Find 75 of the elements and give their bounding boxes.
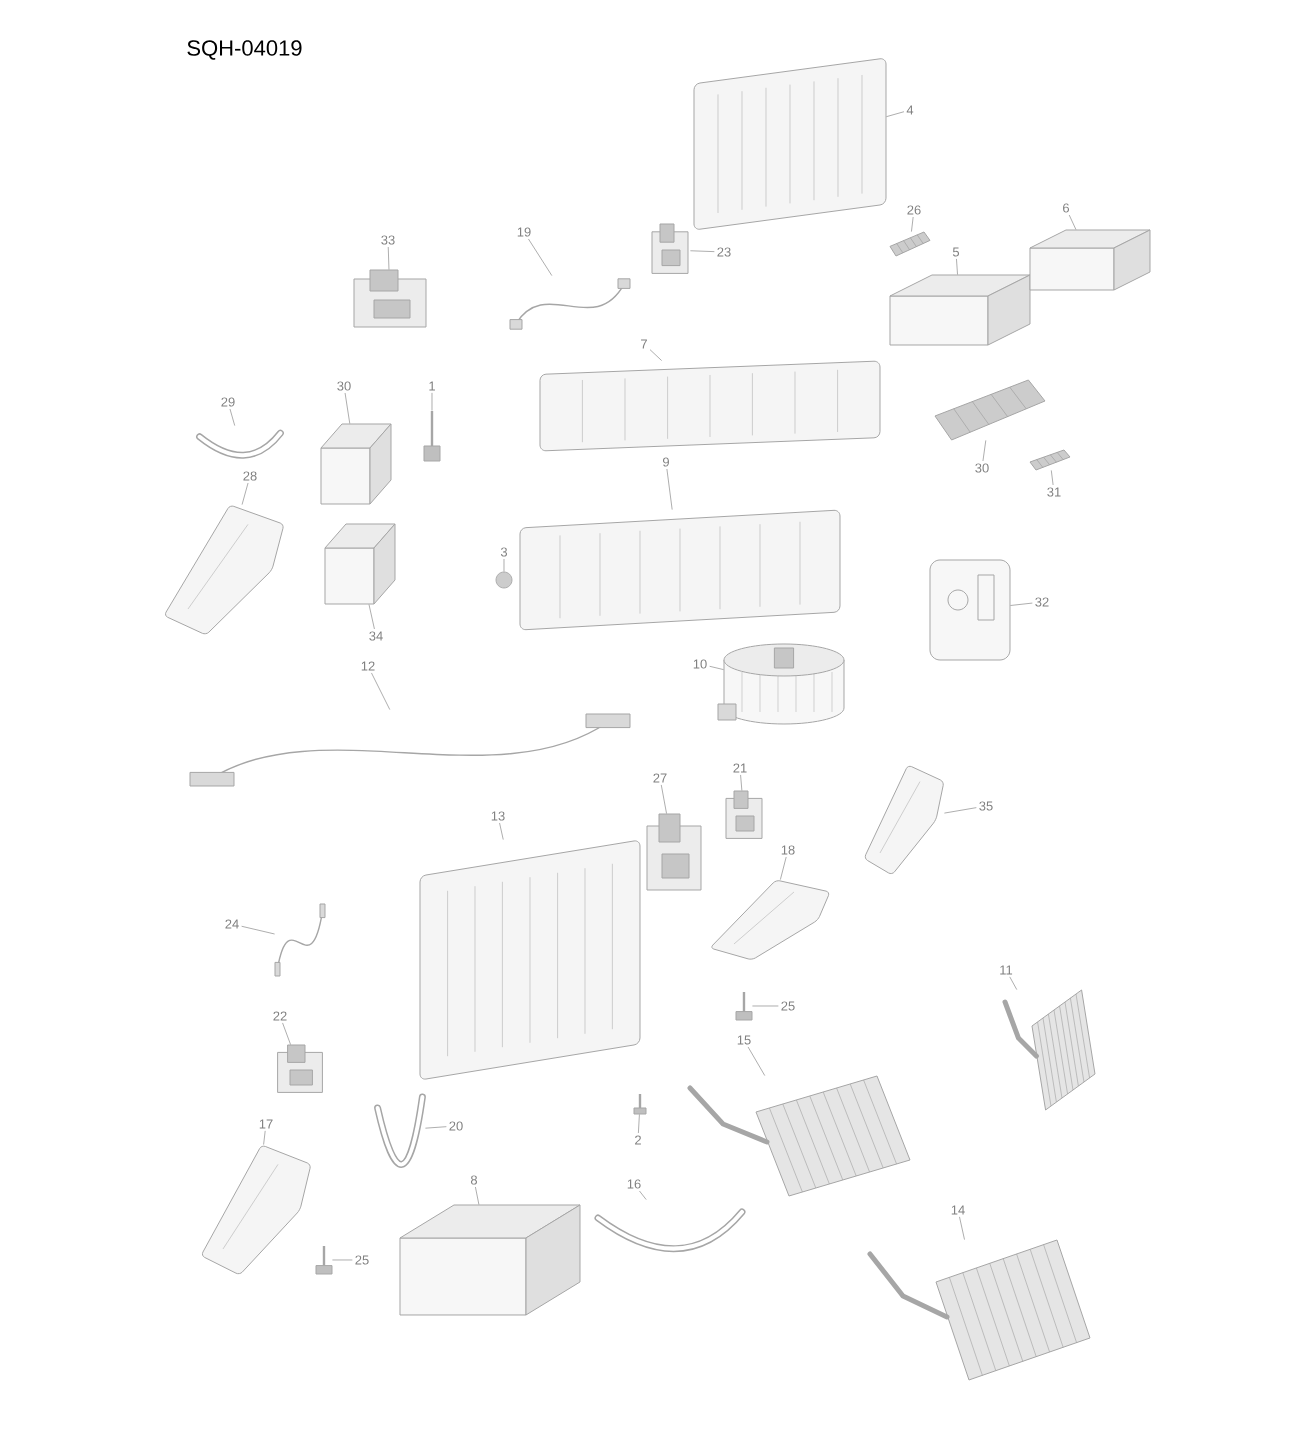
leader-line (241, 482, 249, 505)
leader-line (241, 925, 275, 935)
leader-line (1010, 602, 1033, 606)
part-drawing (687, 1075, 911, 1197)
part-drawing (651, 223, 689, 274)
leader-line (709, 665, 724, 670)
part-drawing (277, 1044, 323, 1093)
leader-line (332, 1259, 353, 1261)
part-drawing (324, 523, 396, 605)
leader-line (1009, 976, 1018, 990)
leader-line (740, 774, 743, 791)
part-drawing (353, 269, 427, 328)
part-drawing (423, 411, 441, 462)
part-drawing (594, 1208, 746, 1253)
leader-line (229, 408, 236, 426)
leader-line (1068, 214, 1077, 230)
leader-line (371, 672, 391, 710)
leader-line (944, 807, 977, 814)
part-drawing (201, 1145, 311, 1275)
part-drawing (717, 643, 845, 725)
leader-line (959, 1216, 965, 1240)
part-drawing (165, 505, 284, 635)
part-drawing (711, 880, 830, 960)
leader-line (690, 250, 715, 253)
part-drawing (929, 559, 1011, 661)
leader-line (425, 1126, 447, 1129)
part-drawing (1002, 989, 1096, 1111)
leader-line (387, 246, 390, 270)
part-drawing (419, 840, 641, 1080)
part-drawing (320, 423, 392, 505)
title: SQH-04019 (187, 40, 302, 60)
part-drawing (867, 1239, 1091, 1381)
leader-line (660, 784, 667, 814)
part-drawing (274, 903, 326, 977)
leader-line (886, 111, 905, 118)
leader-line (503, 558, 505, 572)
part-drawing (196, 429, 284, 459)
part-drawing (1029, 229, 1151, 291)
leader-line (639, 1190, 647, 1200)
part-drawing (315, 1246, 333, 1275)
part-drawing (1029, 449, 1071, 471)
leader-line (911, 216, 914, 232)
leader-line (666, 468, 673, 510)
part-drawing (889, 274, 1031, 346)
part-drawing (646, 813, 702, 891)
part-drawing (399, 1204, 581, 1316)
leader-line (263, 1130, 266, 1145)
part-drawing (725, 790, 763, 839)
leader-line (649, 349, 663, 361)
part-drawing (189, 713, 631, 787)
leader-line (528, 238, 553, 276)
leader-line (344, 392, 351, 424)
leader-line (499, 822, 504, 840)
leader-line (752, 1005, 779, 1007)
leader-line (368, 604, 375, 630)
part-drawing (864, 765, 944, 875)
part-drawing (889, 231, 931, 257)
part-drawing (934, 379, 1046, 441)
part-drawing (509, 278, 631, 330)
part-drawing (735, 992, 753, 1021)
leader-line (282, 1022, 291, 1045)
leader-line (956, 258, 958, 275)
part-drawing (633, 1094, 647, 1115)
leader-line (475, 1186, 480, 1205)
part-drawing (693, 58, 887, 230)
part-drawing (374, 1093, 426, 1168)
part-drawing (519, 509, 841, 631)
leader-line (982, 440, 987, 462)
leader-line (747, 1046, 766, 1076)
leader-line (1050, 470, 1054, 486)
leader-line (780, 856, 787, 880)
leader-line (638, 1114, 640, 1134)
leader-line (431, 392, 433, 411)
part-drawing (539, 360, 881, 452)
part-drawing (495, 571, 513, 589)
